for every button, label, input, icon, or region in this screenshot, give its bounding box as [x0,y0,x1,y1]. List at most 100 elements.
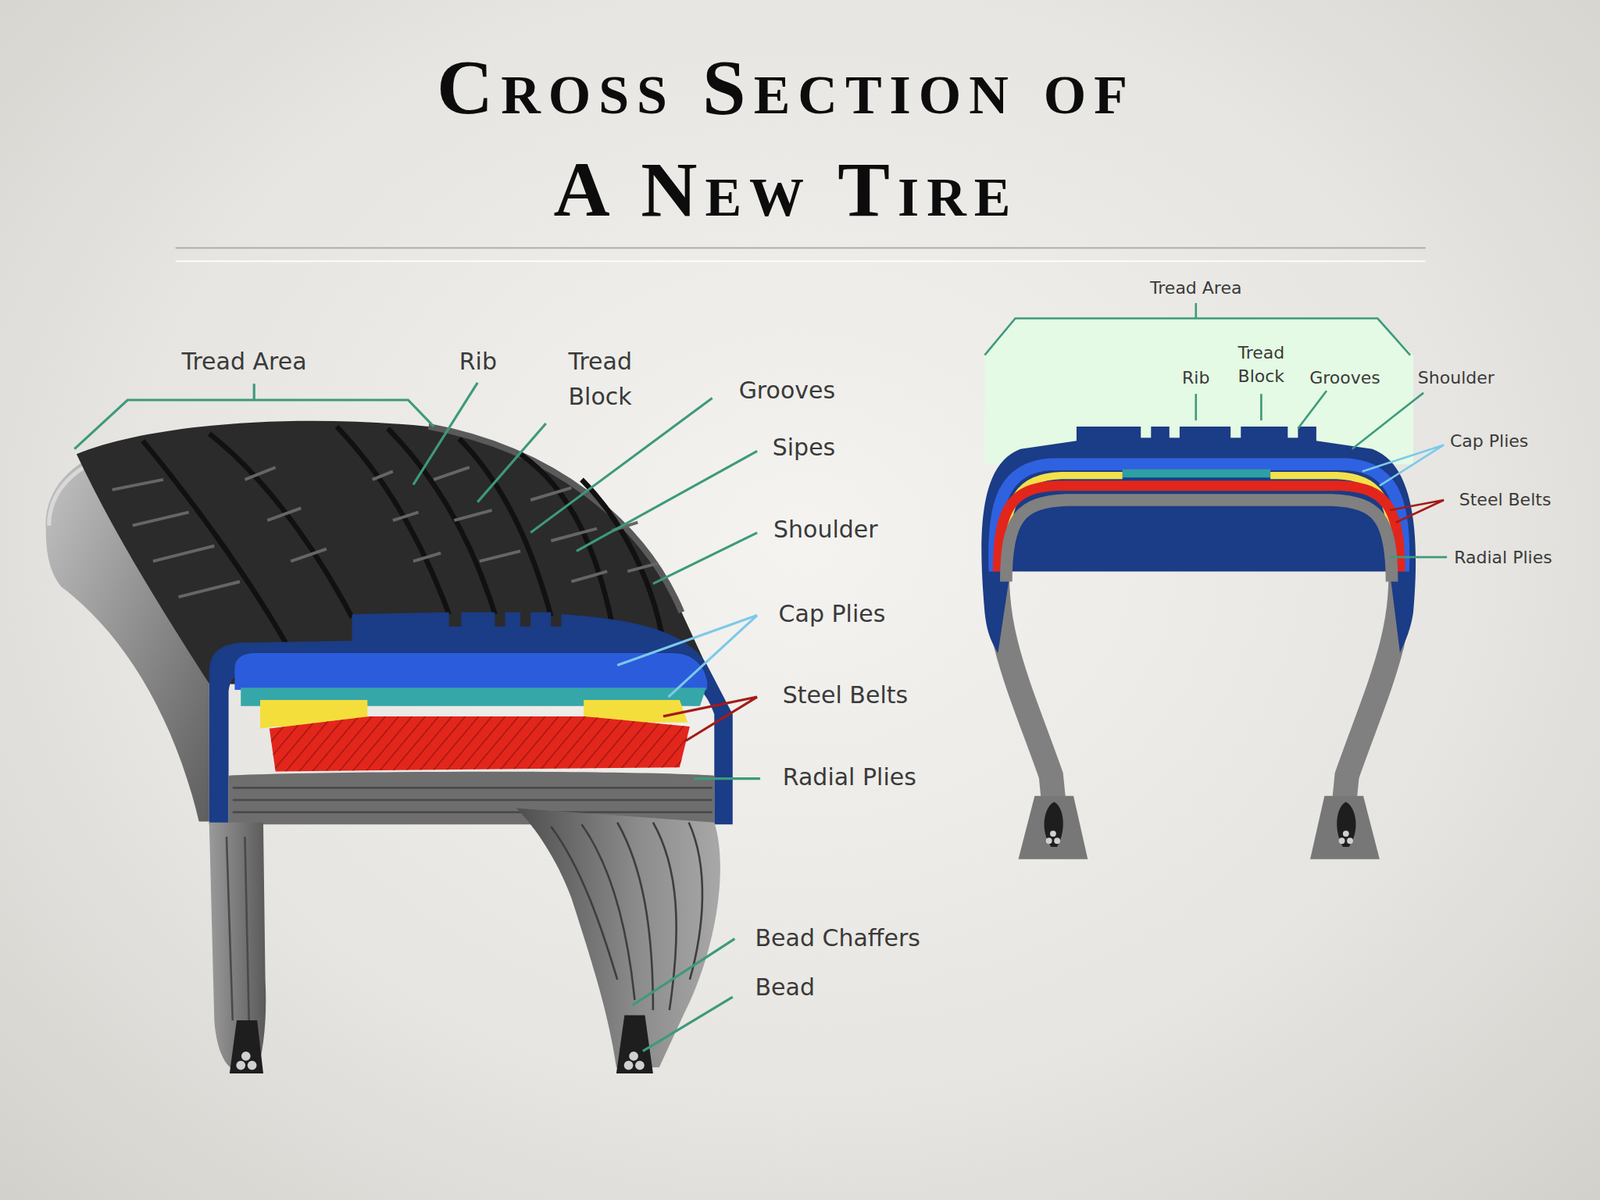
part-label: Tread Area [181,347,307,375]
tread-sipe [178,581,240,597]
part-label: Shoulder [1417,367,1495,388]
bead-wire [1342,830,1350,837]
tire-outer-rubber [209,612,733,825]
bead-wire [635,1060,645,1071]
tread-area-bracket [984,318,1411,356]
cap-ply-layer [994,464,1404,572]
ply-cord-line [617,822,654,1011]
ply-cord-line [226,836,233,1021]
tread-sipe [392,512,419,521]
leader-line [1297,390,1327,429]
title-rule [175,247,1426,250]
bead-wire [1346,837,1354,844]
leader-line [693,777,761,780]
bead-wire [235,1060,246,1071]
tread-groove [1169,426,1180,438]
leader-line [1389,500,1444,523]
bead-wire [1050,830,1057,837]
part-label: Sipes [772,433,836,461]
bead-wire [241,1051,251,1061]
leader-line [1260,393,1263,421]
part-label: Tread Block [1228,341,1294,390]
tire-outer-rubber [981,426,1416,654]
bead-area [1018,796,1089,860]
tire-sidewall [1342,559,1401,817]
ply-cord-line [653,822,677,1011]
radial-ply-layer [228,771,715,825]
tread-sipe [433,467,470,480]
tread-sipe [479,550,521,561]
part-label: Radial Plies [782,762,917,790]
leader-line [1362,444,1444,486]
tread-sipe [571,571,608,582]
tread-sipe [244,467,275,480]
bead-wire [1339,837,1346,844]
tread-sipe [153,546,215,562]
leader-line [1194,393,1197,421]
leader-line [632,939,736,1006]
leader-line [253,383,256,400]
ply-cord-line [550,826,618,980]
ply-cord-line [689,822,703,980]
bead-bundle [1336,802,1356,847]
bead-bundle [616,1015,654,1074]
tread-sipe [267,507,301,521]
tread-groove [1287,426,1298,438]
part-label: Bead [755,973,815,1001]
part-label: Tread Area [1150,278,1242,298]
bead-bundle [1044,802,1064,847]
part-label: Tread Block [568,343,657,415]
tread-sipe [550,528,597,542]
radial-ply-line [232,810,713,814]
leader-line [617,615,758,697]
tread-groove [142,440,286,643]
part-label: Bead Chaffers [755,924,921,952]
radial-ply-line [232,799,713,802]
bead-wire [1046,837,1053,844]
bead-wire [624,1060,634,1071]
part-label: Rib [459,347,497,375]
bead-bundle [229,1020,264,1074]
tread-groove [209,433,353,618]
leader-line [663,696,758,741]
tread-area-bracket [1194,303,1197,319]
bead-wire [247,1060,258,1071]
tread-sipe [530,487,572,500]
part-label: Cap Plies [778,599,886,627]
ply-cord-line [581,824,635,1000]
part-label: Rib [1182,367,1210,388]
part-label: Steel Belts [782,681,908,709]
tread-groove [1140,426,1151,438]
part-label: Grooves [739,375,836,404]
title-rule [175,260,1426,263]
tread-sipe [413,553,441,561]
leader-line [413,382,478,486]
radial-ply-line [232,786,713,790]
bead-area [1310,796,1380,860]
tread-groove [1230,426,1241,438]
leader-line [530,397,712,533]
ply-cord-line [244,836,249,1021]
leader-line [576,450,758,551]
leader-line [642,996,733,1051]
leader-line [477,423,547,503]
leader-line [1389,556,1447,559]
bead-wire [628,1051,639,1061]
tread-sipe [132,512,190,526]
tread-area-bracket [74,400,434,450]
tread-sipe [290,549,327,562]
leader-line [1352,392,1424,450]
part-label: Cap Plies [1450,431,1529,451]
tread-sipe [453,510,492,521]
steel-belt-hatch [269,716,690,772]
bead-wire [1053,837,1061,844]
radial-ply-layer [1006,500,1393,582]
diagram-title: Cross Section of A New Tire [395,35,1177,241]
steel-belt-layer [269,716,690,772]
tire-inner-sidewall [516,807,721,1068]
tread-groove [387,428,495,615]
part-label: Steel Belts [1459,489,1552,509]
tread-sipe [372,471,393,479]
tread-shoulder [428,426,683,613]
